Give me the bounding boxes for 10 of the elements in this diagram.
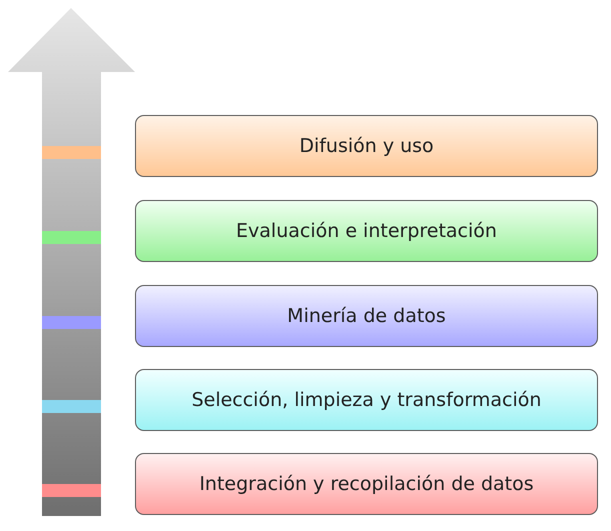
stage-box [135,453,598,515]
stage-box [135,115,598,177]
stage-label: Selección, limpieza y transformación [192,389,542,411]
stage-label: Minería de datos [287,305,446,327]
stage-label: Evaluación e interpretación [236,220,497,242]
stage-box [135,200,598,262]
stage-box [135,369,598,431]
stage-box [135,285,598,347]
stage-label: Integración y recopilación de datos [199,473,534,495]
stage-label: Difusión y uso [299,135,434,157]
